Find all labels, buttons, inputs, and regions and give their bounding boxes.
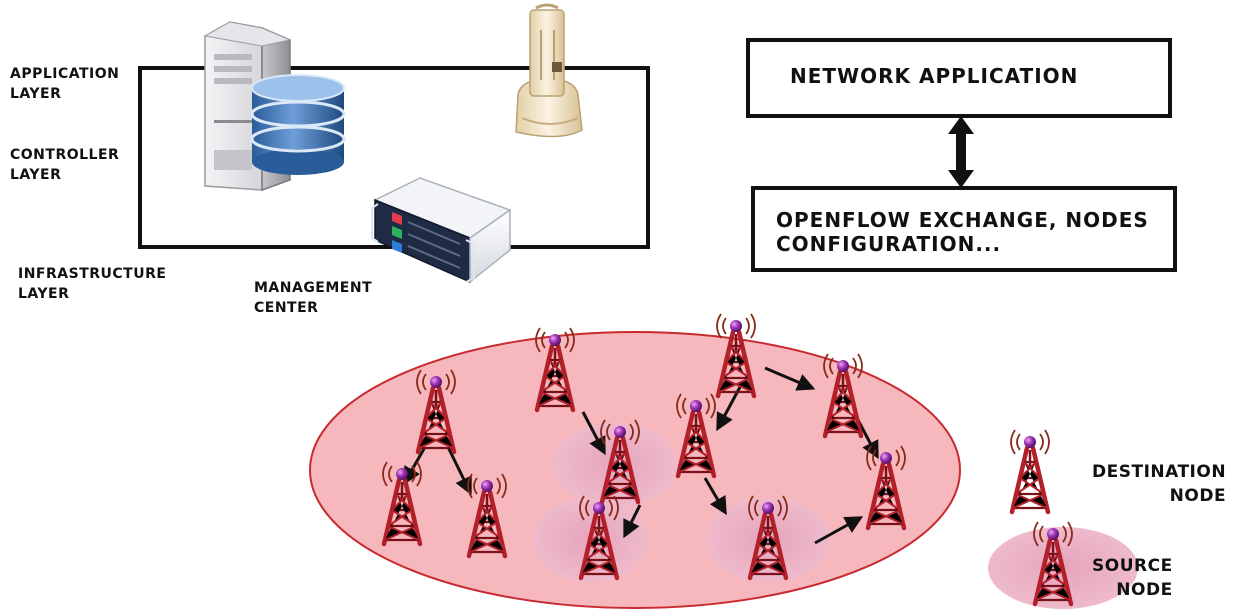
access-point-icon (515, 3, 583, 138)
management-center-label: MANAGEMENT CENTER (254, 280, 373, 316)
bidirectional-arrow (948, 116, 974, 188)
infrastructure-layer-label: INFRASTRUCTURE LAYER (18, 266, 167, 302)
openflow-label: OPENFLOW EXCHANGE, NODES CONFIGURATION..… (776, 208, 1149, 256)
routing-arrows (403, 366, 879, 545)
openflow-box (751, 186, 1177, 272)
legend-destination-tower-icon (1011, 430, 1049, 512)
network-application-label: NETWORK APPLICATION (790, 64, 1079, 88)
application-layer-label: APPLICATION LAYER (10, 66, 120, 102)
network-application-box (746, 38, 1172, 118)
legend-destination-label: DESTINATION NODE (1092, 462, 1227, 506)
controller-layer-label: CONTROLLER LAYER (10, 147, 120, 183)
database-icon (250, 74, 346, 175)
legend-source-label: SOURCE NODE (1092, 556, 1173, 600)
rack-server-icon (371, 177, 512, 284)
